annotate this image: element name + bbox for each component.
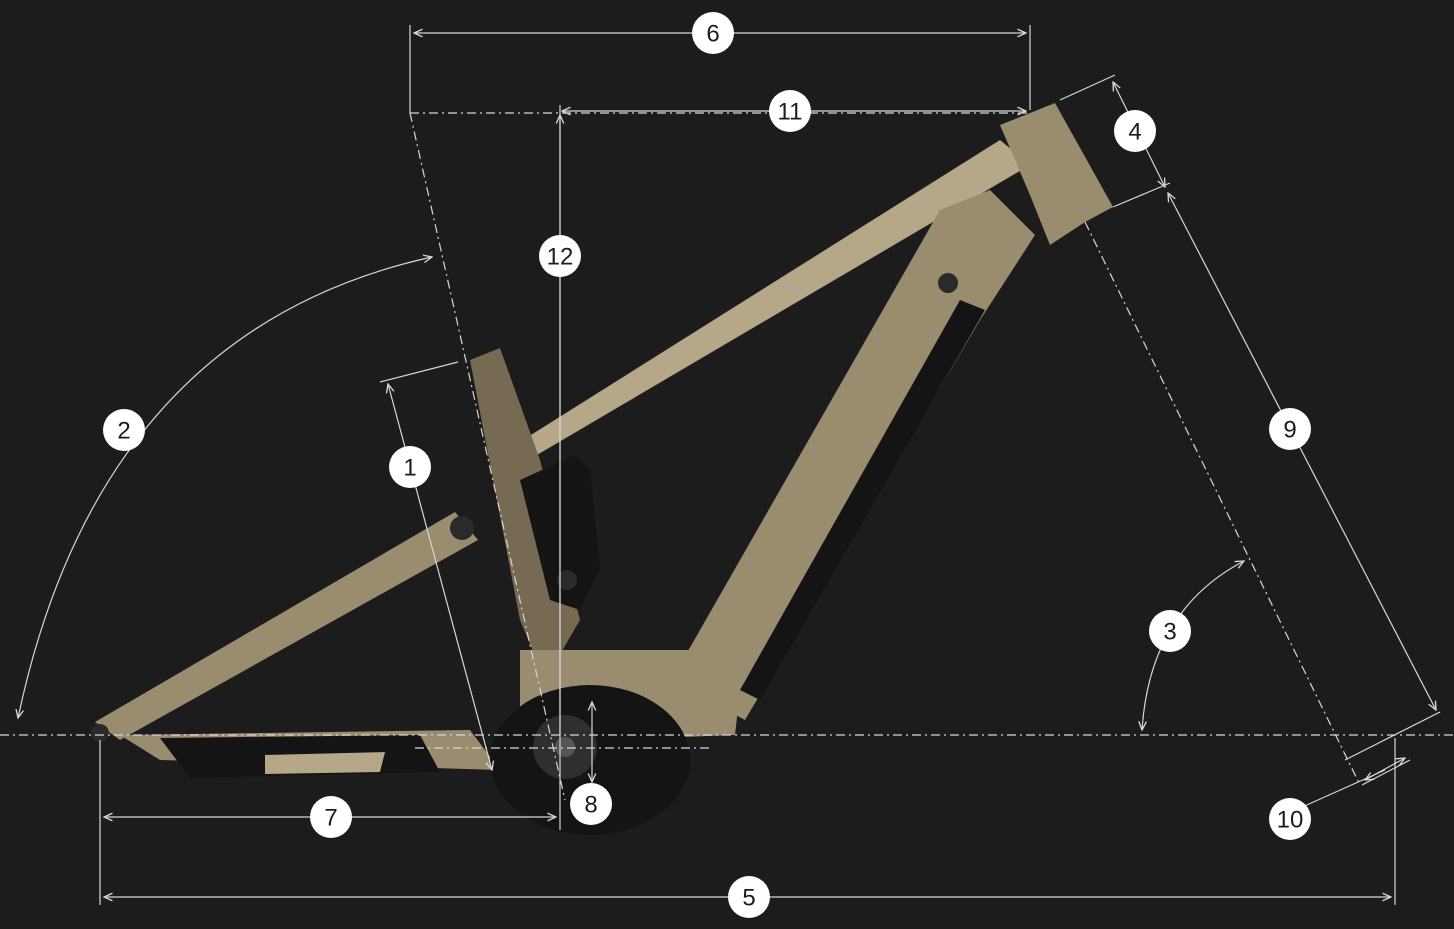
pivot-shock [557, 570, 577, 590]
badge-11-label: 11 [778, 99, 803, 126]
badge-9: 9 [1269, 408, 1311, 450]
battery-cover [740, 300, 985, 700]
badge-8: 8 [570, 783, 612, 825]
badge-6: 6 [692, 12, 734, 54]
dim-4-ext-b [1112, 182, 1171, 208]
badge-3-label: 3 [1163, 619, 1176, 646]
seat-stay [95, 512, 478, 740]
badge-2: 2 [103, 409, 145, 451]
dim-9-line [1168, 193, 1436, 710]
down-tube [680, 190, 1035, 720]
dim-4-ext-a [1059, 74, 1116, 101]
badge-1: 1 [389, 446, 431, 488]
badge-10: 10 [1269, 798, 1311, 840]
dim-10-ext-b [1361, 759, 1411, 786]
badge-10-label: 10 [1277, 807, 1304, 834]
bottle-mount [938, 273, 958, 293]
badge-6-label: 6 [706, 21, 719, 48]
badge-5: 5 [728, 876, 770, 918]
badge-7-label: 7 [324, 805, 337, 832]
bike-frame [91, 103, 1113, 835]
dim-1-ext [379, 361, 459, 383]
badge-1-label: 1 [403, 455, 416, 482]
pivot-upper [450, 516, 474, 540]
head-tube [1000, 103, 1113, 245]
badge-8-label: 8 [584, 792, 597, 819]
seat-tube-axis [409, 112, 566, 801]
rear-axle [91, 724, 109, 742]
badge-12: 12 [539, 235, 581, 277]
badge-11: 11 [769, 90, 811, 132]
top-tube [515, 140, 1030, 462]
badge-3: 3 [1149, 610, 1191, 652]
badge-7: 7 [310, 796, 352, 838]
chain-stay-patch [265, 752, 385, 774]
badge-9-label: 9 [1283, 417, 1296, 444]
badge-12-label: 12 [547, 244, 574, 271]
badge-4: 4 [1114, 110, 1156, 152]
dim-10-ext [1344, 711, 1441, 761]
bottom-bracket [555, 737, 575, 757]
badge-5-label: 5 [742, 885, 755, 912]
dim-10-leader [1299, 769, 1386, 809]
angle-2-arc [18, 257, 432, 718]
steering-axis [1084, 221, 1361, 786]
badge-4-label: 4 [1128, 119, 1141, 146]
badge-2-label: 2 [117, 418, 130, 445]
